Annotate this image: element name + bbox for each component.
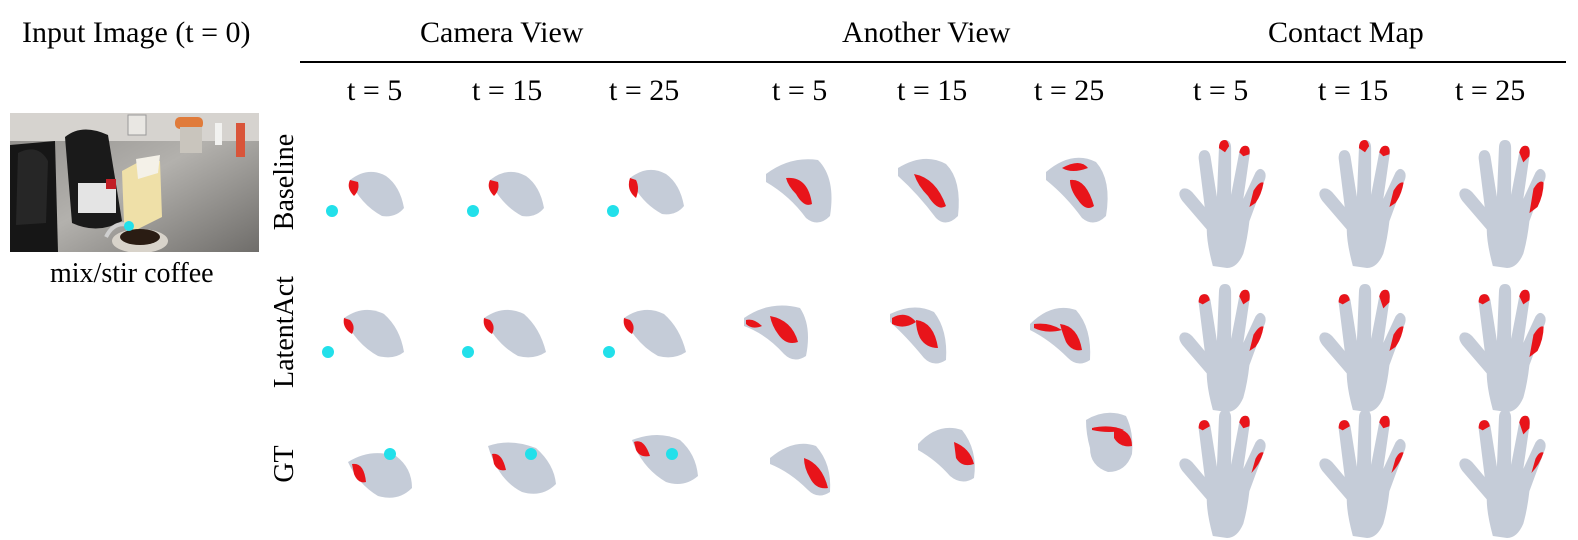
input-image-title: Input Image (t = 0) xyxy=(22,16,251,49)
kitchen-scene-image xyxy=(10,113,259,252)
hand-mesh-render xyxy=(1086,412,1133,472)
row-label-gt: GT xyxy=(269,445,300,483)
group-title-another-view: Another View xyxy=(842,16,1011,49)
target-point xyxy=(666,448,678,460)
target-point xyxy=(607,205,619,217)
contact-map-hand xyxy=(1179,284,1266,412)
timestep-label: t = 15 xyxy=(1318,74,1389,107)
hand-mesh-render xyxy=(467,171,544,217)
contact-map-hand xyxy=(1459,284,1546,412)
input-image xyxy=(10,113,259,252)
contact-map-hand xyxy=(1459,410,1546,538)
hand-mesh-render xyxy=(603,309,686,358)
target-point xyxy=(384,448,396,460)
row-label-baseline: Baseline xyxy=(269,133,300,231)
contact-map-hand xyxy=(1319,140,1406,268)
timestep-label: t = 15 xyxy=(472,74,543,107)
target-point xyxy=(462,346,474,358)
contact-map-hand xyxy=(1459,140,1546,268)
hand-mesh-render xyxy=(462,309,546,358)
timestep-label: t = 15 xyxy=(897,74,968,107)
target-point xyxy=(525,448,537,460)
target-point xyxy=(322,346,334,358)
hand-mesh-render xyxy=(348,448,412,498)
hand-mesh-render xyxy=(770,443,831,496)
hand-mesh-render xyxy=(1046,157,1108,223)
contact-map-hand xyxy=(1319,284,1406,412)
hand-mesh-render xyxy=(322,309,404,358)
hand-mesh-render xyxy=(607,169,684,217)
contact-map-hand xyxy=(1179,410,1266,538)
hand-mesh-render xyxy=(488,442,556,494)
hand-mesh-render xyxy=(766,159,832,223)
hand-mesh-render xyxy=(632,435,698,484)
contact-map-hand xyxy=(1319,410,1406,538)
timestep-label: t = 5 xyxy=(1193,74,1249,107)
timestep-label: t = 25 xyxy=(1455,74,1526,107)
target-point xyxy=(326,205,338,217)
timestep-label: t = 5 xyxy=(347,74,403,107)
timestep-label: t = 25 xyxy=(1034,74,1105,107)
target-point xyxy=(467,205,479,217)
hand-mesh-render xyxy=(898,158,959,223)
hand-mesh-render xyxy=(890,307,947,364)
timestep-label: t = 5 xyxy=(772,74,828,107)
input-caption: mix/stir coffee xyxy=(50,258,214,289)
timestep-label: t = 25 xyxy=(609,74,680,107)
hand-mesh-render xyxy=(326,171,404,217)
target-point xyxy=(603,346,615,358)
hand-mesh-render xyxy=(744,305,808,360)
group-title-camera-view: Camera View xyxy=(420,16,584,49)
row-label-latentact: LatentAct xyxy=(269,276,300,388)
hand-mesh-render xyxy=(1030,307,1091,364)
group-title-contact-map: Contact Map xyxy=(1268,16,1424,49)
hand-mesh-render xyxy=(918,427,975,482)
contact-map-hand xyxy=(1179,140,1266,268)
header-rule xyxy=(300,61,1566,63)
